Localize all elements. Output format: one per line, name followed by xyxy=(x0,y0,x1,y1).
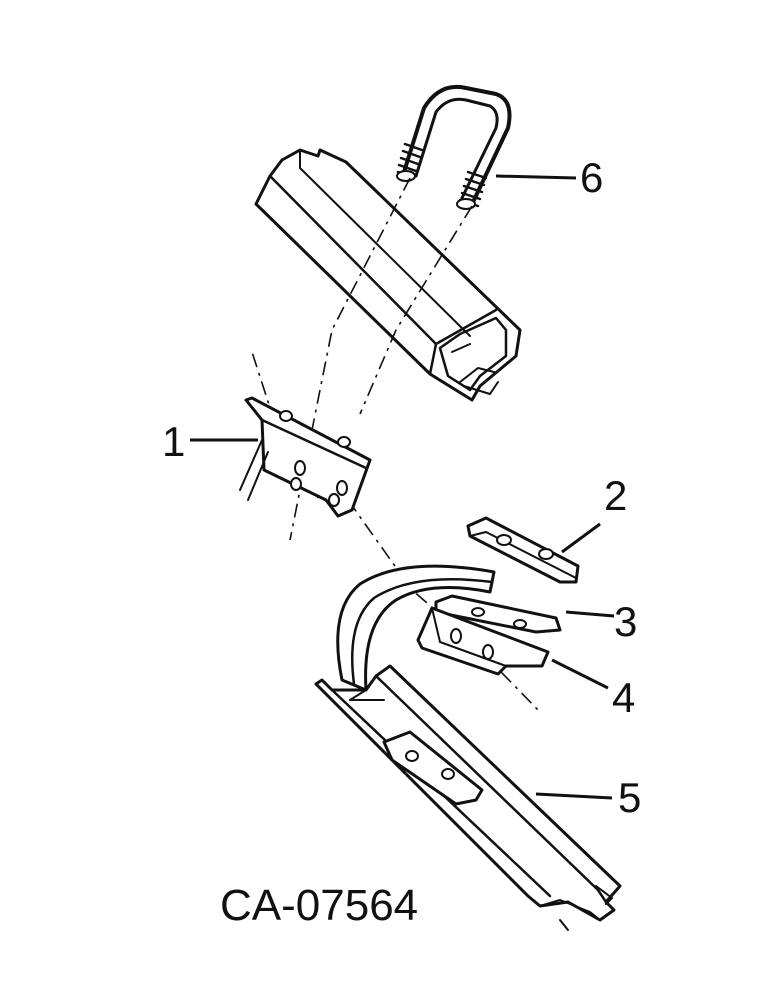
callout-leader-3 xyxy=(565,610,615,618)
u-bolt-thread-right xyxy=(456,170,488,210)
square-toolbar-tube xyxy=(254,148,522,402)
callout-leader-2 xyxy=(561,522,601,554)
callout-4: 4 xyxy=(612,674,635,721)
callout-leader-4 xyxy=(551,658,609,690)
mounting-bracket xyxy=(239,396,372,518)
angle-bracket xyxy=(416,606,550,676)
clamp-plate xyxy=(466,516,580,584)
shank-plate xyxy=(382,730,484,806)
drawing-code: CA-07564 xyxy=(220,881,418,930)
callout-5: 5 xyxy=(618,774,641,821)
callout-6: 6 xyxy=(580,154,603,201)
callout-3: 3 xyxy=(614,598,637,645)
callout-1: 1 xyxy=(162,418,185,465)
callout-2: 2 xyxy=(604,472,627,519)
callout-leader-5 xyxy=(535,792,613,800)
u-bolt xyxy=(396,85,512,210)
callout-leader-6 xyxy=(495,174,577,180)
